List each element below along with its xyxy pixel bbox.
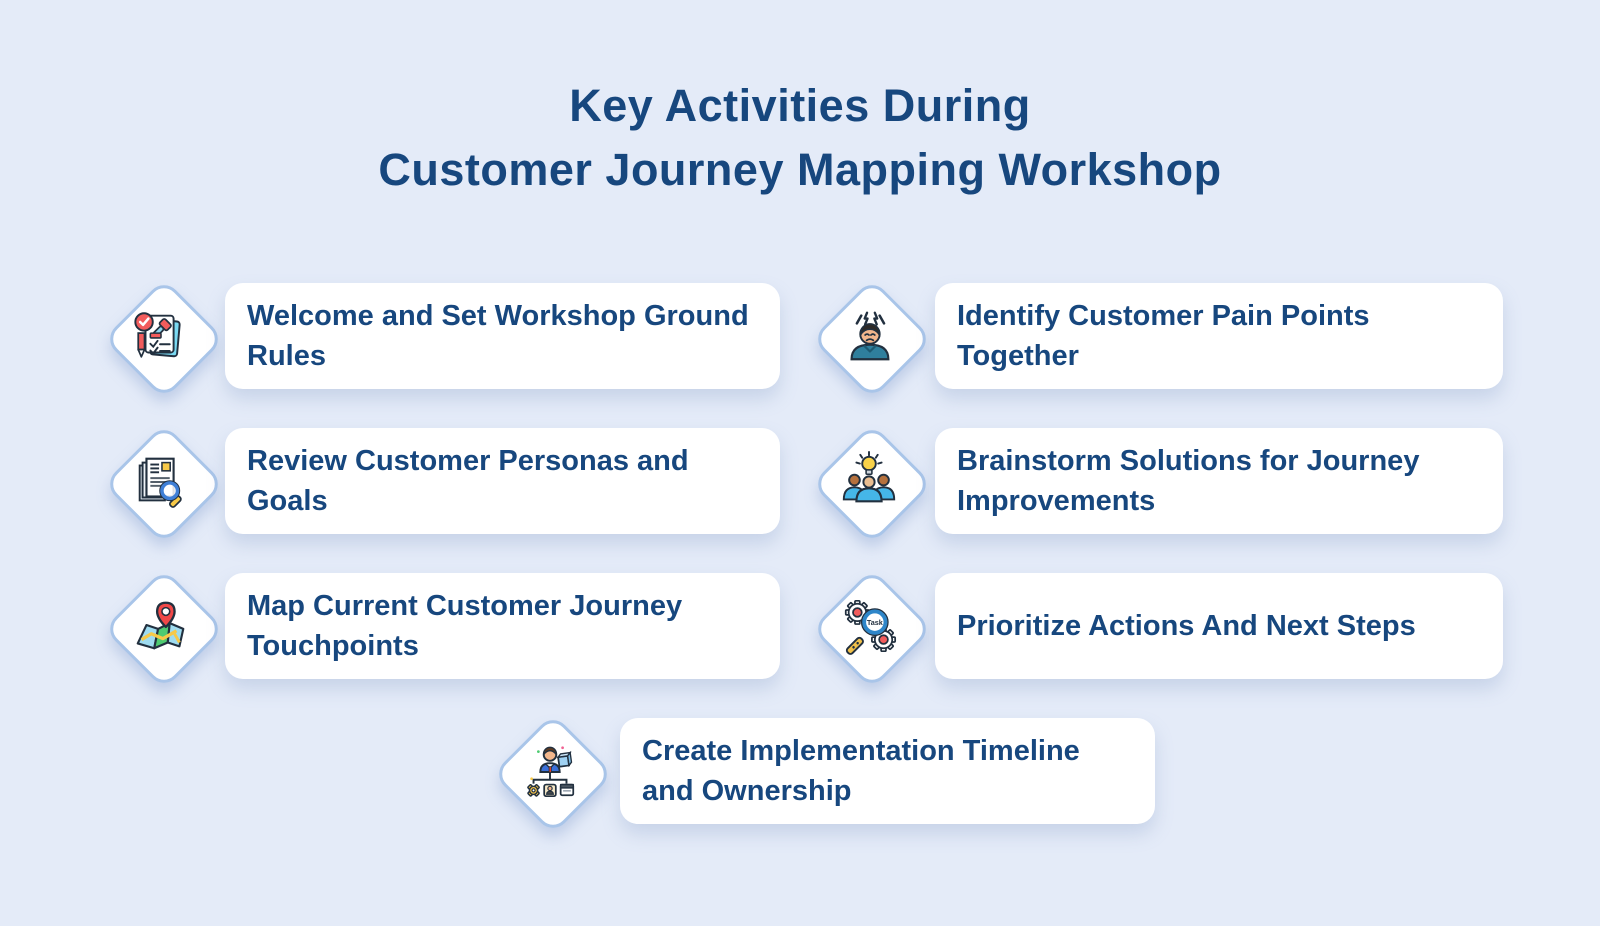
activity-label: Create Implementation Timeline and Owner… bbox=[642, 735, 1080, 807]
activity-card-prioritize: Prioritize Actions And Next Steps bbox=[935, 573, 1503, 679]
activity-card-implementation-timeline: Create Implementation Timeline and Owner… bbox=[620, 718, 1155, 824]
documents-magnifier-icon bbox=[138, 457, 182, 508]
activity-label: Brainstorm Solutions for Journey Improve… bbox=[957, 445, 1420, 517]
activity-label: Welcome and Set Workshop Ground Rules bbox=[247, 300, 749, 372]
map-location-pin-icon bbox=[136, 601, 185, 650]
activity-card-welcome-ground-rules: Welcome and Set Workshop Ground Rules bbox=[225, 283, 780, 389]
activity-card-map-touchpoints: Map Current Customer Journey Touchpoints bbox=[225, 573, 780, 679]
activity-card-brainstorm: Brainstorm Solutions for Journey Improve… bbox=[935, 428, 1503, 534]
activity-label: Prioritize Actions And Next Steps bbox=[957, 610, 1416, 642]
checklist-gavel-icon bbox=[134, 312, 181, 358]
activity-card-review-personas: Review Customer Personas and Goals bbox=[225, 428, 780, 534]
activity-icon-badge bbox=[811, 423, 933, 545]
activity-label: Map Current Customer Journey Touchpoints bbox=[247, 590, 683, 662]
page-title-line-2: Customer Journey Mapping Workshop bbox=[378, 144, 1222, 195]
activity-icon-badge bbox=[103, 568, 225, 690]
page-title: Key Activities During Customer Journey M… bbox=[0, 74, 1600, 202]
team-lightbulb-icon bbox=[842, 450, 896, 503]
activity-card-pain-points: Identify Customer Pain Points Together bbox=[935, 283, 1503, 389]
page-title-line-1: Key Activities During bbox=[569, 80, 1031, 131]
activity-icon-badge bbox=[103, 278, 225, 400]
activity-label: Identify Customer Pain Points Together bbox=[957, 300, 1370, 372]
stressed-customer-icon bbox=[850, 311, 890, 361]
activity-icon-badge bbox=[492, 713, 614, 835]
task-magnifier-text: Task bbox=[867, 618, 884, 627]
task-magnifier-gears-icon: Task bbox=[844, 599, 897, 655]
activity-icon-badge: Task bbox=[811, 568, 933, 690]
activity-label: Review Customer Personas and Goals bbox=[247, 445, 689, 517]
org-chart-person-icon bbox=[527, 746, 575, 798]
activity-icon-badge bbox=[103, 423, 225, 545]
activity-icon-badge bbox=[811, 278, 933, 400]
